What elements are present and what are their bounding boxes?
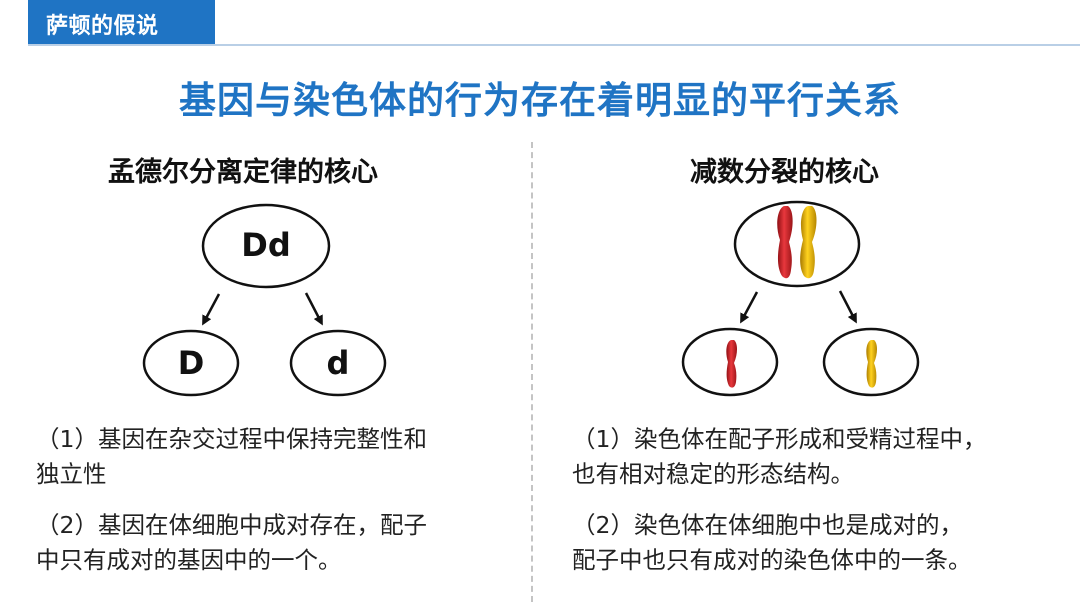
text-line: （1）染色体在配子形成和受精过程中， bbox=[572, 422, 1072, 457]
child-genotype-right-label: d bbox=[308, 344, 368, 382]
left-arrow-icon bbox=[742, 292, 757, 320]
right-point-2: （2）染色体在体细胞中也是成对的， 配子中也只有成对的染色体中的一条。 bbox=[572, 508, 1072, 578]
child-genotype-left-label: D bbox=[161, 344, 221, 382]
right-arrow-icon bbox=[840, 291, 855, 320]
text-line: （1）基因在杂交过程中保持完整性和 bbox=[36, 422, 516, 457]
parent-genotype-label: Dd bbox=[226, 226, 306, 264]
text-line: （2）染色体在体细胞中也是成对的， bbox=[572, 508, 1072, 543]
text-line: 也有相对稳定的形态结构。 bbox=[572, 457, 1072, 492]
parent-cell-ellipse bbox=[735, 202, 859, 286]
left-point-1: （1）基因在杂交过程中保持完整性和 独立性 bbox=[36, 422, 516, 492]
left-point-2: （2）基因在体细胞中成对存在，配子 中只有成对的基因中的一个。 bbox=[36, 508, 516, 578]
right-arrow-icon bbox=[306, 293, 321, 322]
text-line: 中只有成对的基因中的一个。 bbox=[36, 543, 516, 578]
left-arrow-icon bbox=[204, 294, 219, 322]
text-line: 独立性 bbox=[36, 457, 516, 492]
text-line: （2）基因在体细胞中成对存在，配子 bbox=[36, 508, 516, 543]
text-line: 配子中也只有成对的染色体中的一条。 bbox=[572, 543, 1072, 578]
right-point-1: （1）染色体在配子形成和受精过程中， 也有相对稳定的形态结构。 bbox=[572, 422, 1072, 492]
